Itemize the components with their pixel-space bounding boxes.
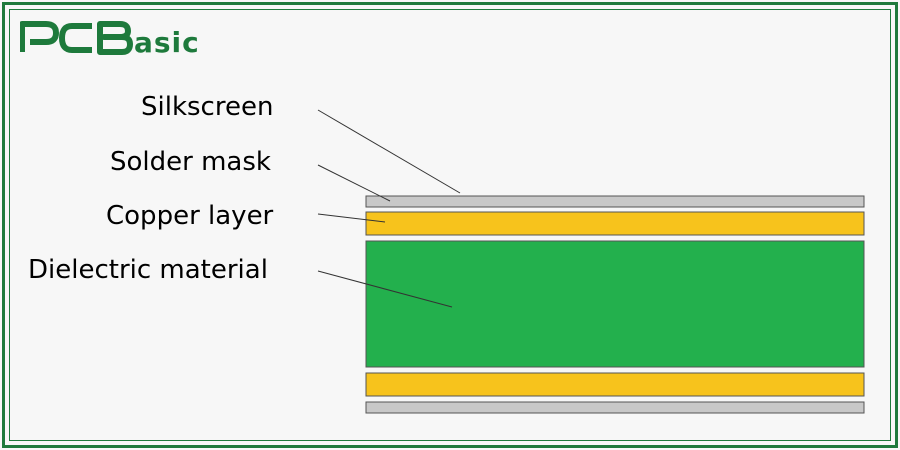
solder-mask-label: Solder mask [110, 147, 271, 177]
top-silkscreen-layer [365, 195, 865, 208]
inner-border [9, 9, 891, 441]
dielectric-leader-line [317, 270, 453, 308]
bottom-silkscreen-layer [365, 401, 865, 414]
silkscreen-leader-line [317, 109, 461, 194]
top-copper-layer [365, 211, 865, 236]
bottom-copper-layer [365, 372, 865, 397]
copper-layer-leader-line [317, 213, 386, 223]
pcbasic-logo: asic [20, 21, 200, 58]
logo-wordmark: asic [134, 26, 200, 58]
dielectric-layer [365, 240, 865, 368]
solder-mask-leader-line [317, 164, 391, 202]
copper-layer-label: Copper layer [106, 201, 274, 231]
silkscreen-label: Silkscreen [141, 92, 273, 122]
dielectric-label: Dielectric material [28, 255, 268, 285]
